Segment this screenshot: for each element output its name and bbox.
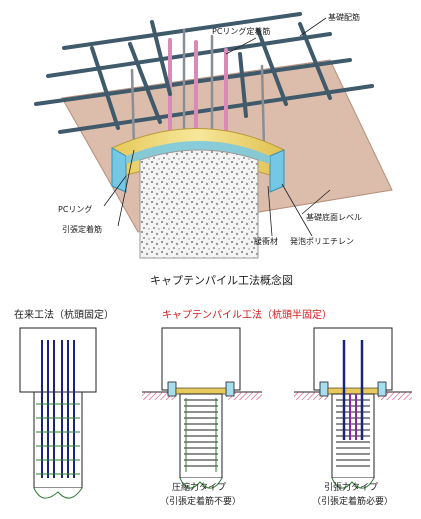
concept-title: キャプテンパイル工法概念図 (150, 273, 293, 287)
compression-type-label: 圧縮力タイプ (172, 481, 226, 493)
pile-body (139, 149, 259, 259)
label-foundation-rebar: 基礎配筋 (328, 12, 360, 22)
conventional-title: 在来工法（杭頭固定） (14, 308, 114, 321)
tension-type-pile: 引張力タイプ （引張定着筋必要） (294, 327, 412, 507)
label-pc-ring-anchor: PCリング定着筋 (212, 26, 270, 36)
label-buffer-material: 緩衝材 (254, 236, 278, 246)
captain-title: キャプテンパイル工法（杭頭半固定） (162, 308, 332, 321)
leader-lines (103, 17, 331, 237)
compression-type-pile: 圧縮力タイプ （引張定着筋不要） (142, 327, 262, 507)
label-foam-polyethylene: 発泡ポリエチレン (290, 236, 354, 246)
tension-type-note: （引張定着筋必要） (312, 495, 393, 507)
label-tension-anchor: 引張定着筋 (62, 224, 102, 234)
foundation-rebar-grid (34, 12, 374, 134)
foundation-rebar-upper (150, 20, 248, 118)
label-pc-ring: PCリング (58, 204, 92, 214)
compression-type-note: （引張定着筋不要） (160, 495, 241, 507)
conventional-pile (19, 327, 97, 499)
concept-diagram: 基礎配筋 PCリング定着筋 PCリング 引張定着筋 基礎底面レベル 緩衝材 発泡… (34, 12, 393, 287)
label-base-level: 基礎底面レベル (306, 212, 362, 222)
tension-type-label: 引張力タイプ (324, 481, 378, 493)
